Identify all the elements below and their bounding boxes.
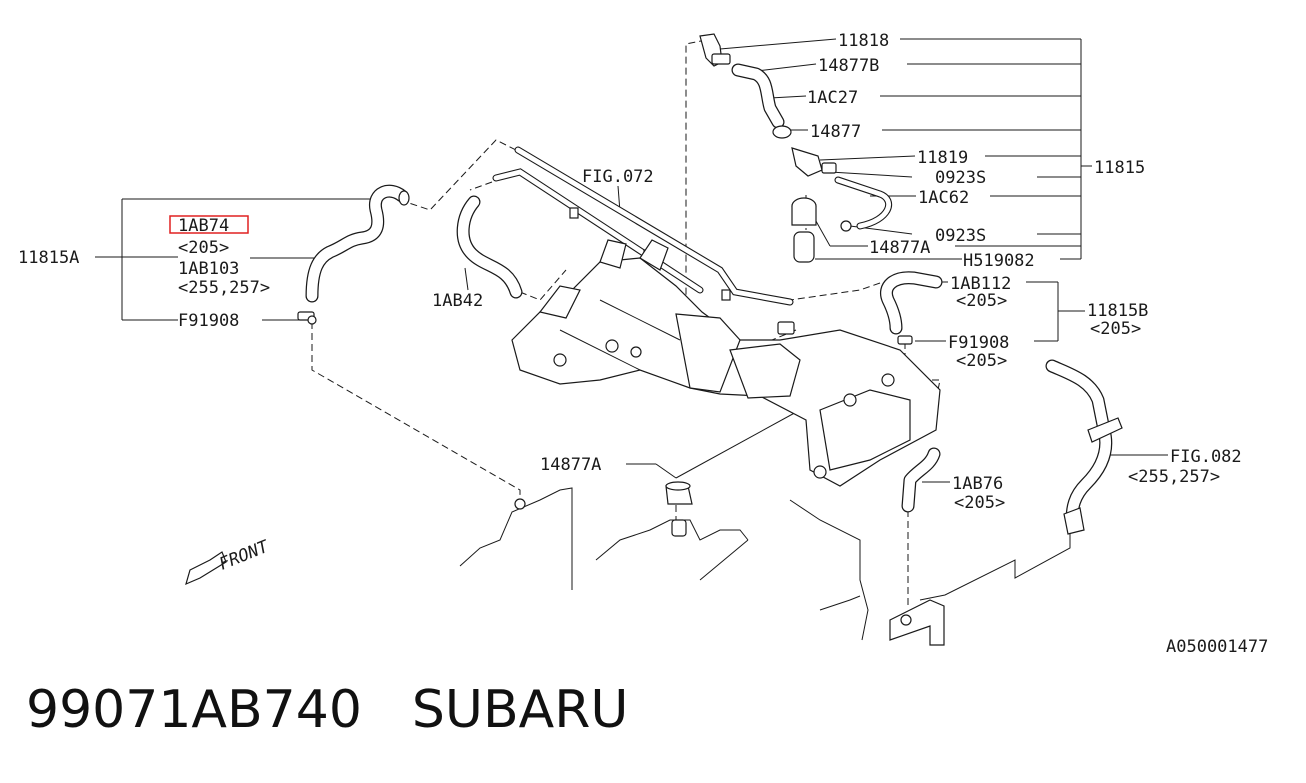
label-1ac27[interactable]: 1AC27 (807, 88, 858, 108)
label-205-b: <205> (956, 291, 1007, 311)
label-0923s-lower[interactable]: 0923S (935, 226, 986, 246)
label-205-c: <205> (1090, 319, 1141, 339)
label-255-257-a: <255,257> (178, 278, 270, 298)
label-11818[interactable]: 11818 (838, 31, 889, 51)
label-0923s-upper[interactable]: 0923S (935, 168, 986, 188)
label-1ab74[interactable]: 1AB74 (178, 216, 229, 236)
engine-block-drawing (459, 487, 945, 646)
label-205-e: <205> (954, 493, 1005, 513)
label-f91908-left[interactable]: F91908 (178, 311, 239, 331)
highlight-box (169, 215, 249, 234)
part-caption: 99071AB740 SUBARU (26, 680, 628, 740)
hose-1ab76-drawing (901, 447, 941, 513)
label-11815b[interactable]: 11815B (1087, 301, 1148, 321)
label-14877[interactable]: 14877 (810, 122, 861, 142)
label-h519082[interactable]: H519082 (963, 251, 1035, 271)
label-fig082[interactable]: FIG.082 (1170, 447, 1242, 467)
label-205-a: <205> (178, 238, 229, 258)
label-14877a-bottom[interactable]: 14877A (540, 455, 601, 475)
label-1ab112[interactable]: 1AB112 (950, 274, 1011, 294)
label-1ab103[interactable]: 1AB103 (178, 259, 239, 279)
label-11819[interactable]: 11819 (917, 148, 968, 168)
part-number: 99071AB740 (26, 680, 362, 740)
label-11815a[interactable]: 11815A (18, 248, 79, 268)
hose-1ab112-drawing (880, 271, 943, 345)
label-fig072[interactable]: FIG.072 (582, 167, 654, 187)
hose-11815a-drawing (297, 184, 410, 325)
intake-manifold-drawing (511, 239, 941, 487)
brand-name: SUBARU (411, 680, 629, 740)
part-labels: 11818 14877B 1AC27 14877 11819 0923S 118… (18, 31, 1268, 657)
label-205-d: <205> (956, 351, 1007, 371)
hose-1ab42-drawing (456, 195, 523, 299)
top-pcv-assembly-drawing (699, 33, 893, 335)
label-14877b[interactable]: 14877B (818, 56, 879, 76)
reference-code: A050001477 (1166, 637, 1268, 657)
label-255-257-b: <255,257> (1128, 467, 1220, 487)
front-arrow-icon: FRONT (185, 536, 273, 586)
pipe-fig072-drawing (492, 146, 794, 306)
front-label: FRONT (216, 536, 273, 574)
label-f91908-right[interactable]: F91908 (948, 333, 1009, 353)
label-1ab76[interactable]: 1AB76 (952, 474, 1003, 494)
hose-fig082-drawing (1045, 359, 1123, 535)
label-11815[interactable]: 11815 (1094, 158, 1145, 178)
label-14877a-top[interactable]: 14877A (869, 238, 930, 258)
label-1ac62[interactable]: 1AC62 (918, 188, 969, 208)
hose-14877a-bottom-drawing (665, 481, 693, 537)
label-1ab42[interactable]: 1AB42 (432, 291, 483, 311)
